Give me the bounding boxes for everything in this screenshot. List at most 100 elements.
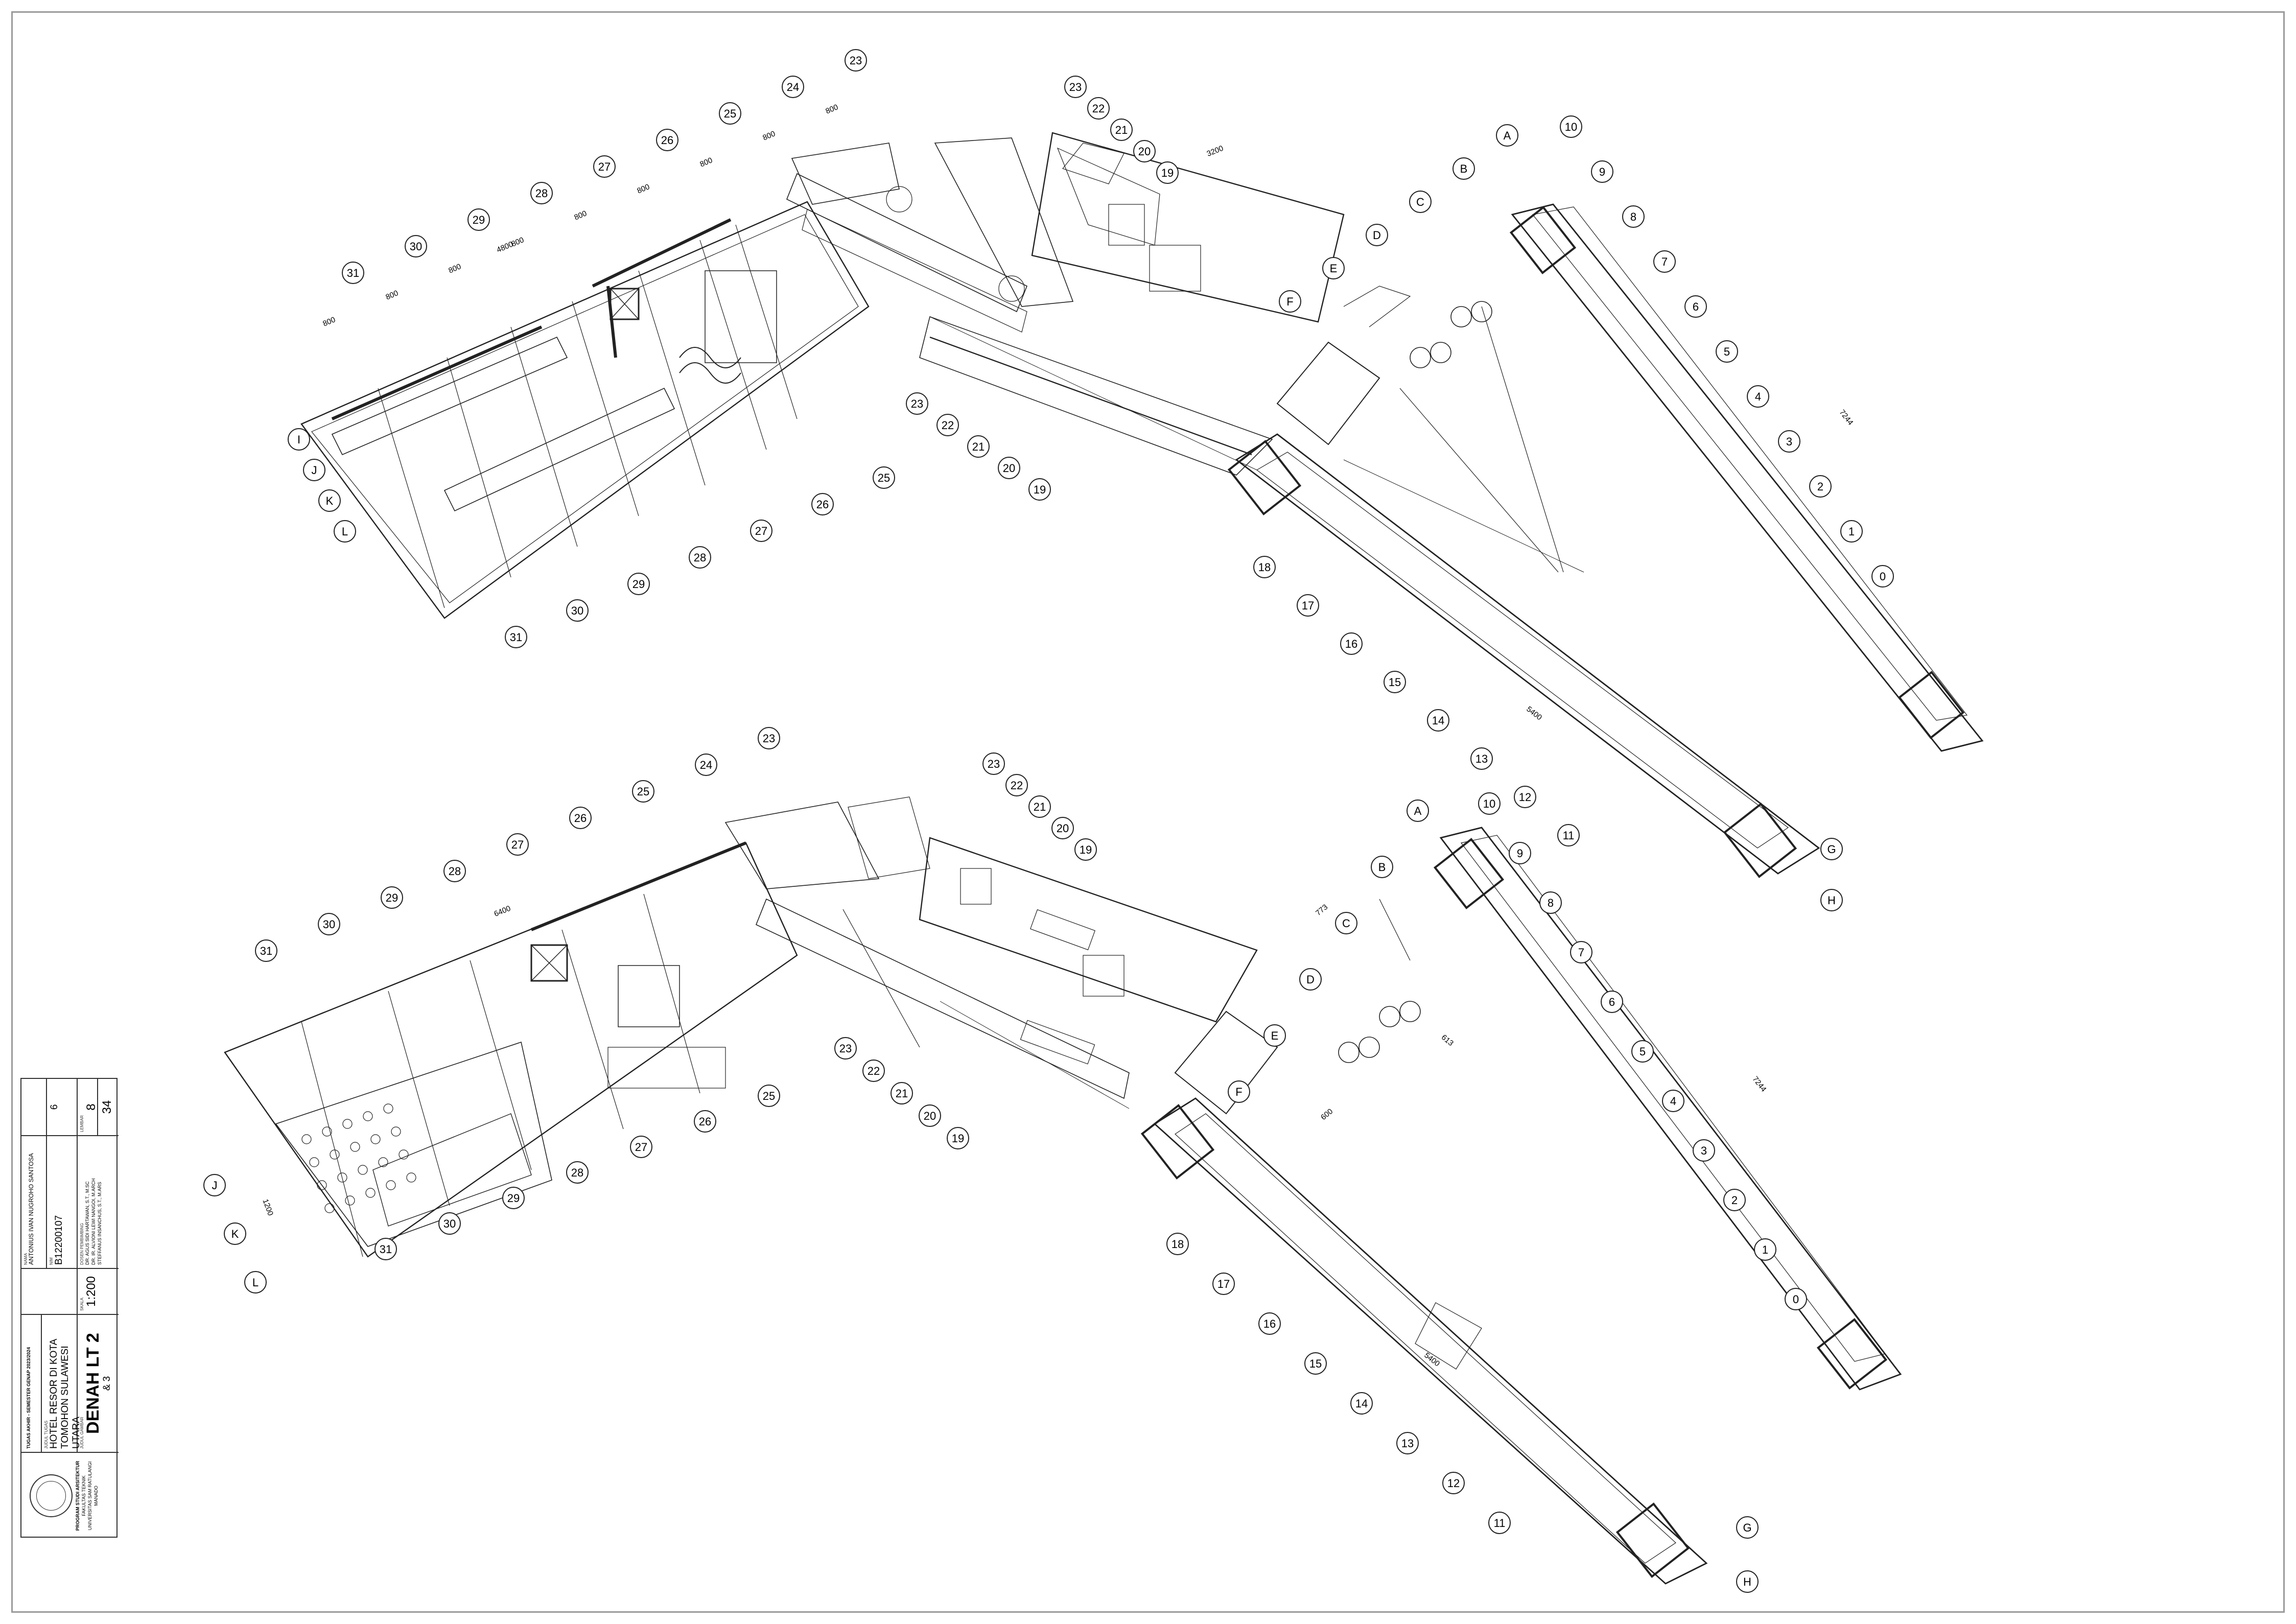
svg-text:22: 22 [868, 1065, 880, 1077]
grid-bubble-lt2-wing-a-8: 8 [1622, 205, 1645, 228]
svg-text:20: 20 [924, 1110, 936, 1122]
svg-text:K: K [231, 1228, 239, 1240]
west-block-lt2 [300, 201, 870, 619]
svg-text:13: 13 [1475, 752, 1488, 765]
grid-bubble-lt2-conn-top-21: 21 [1110, 119, 1133, 141]
dim-total-lt2-0: 4800 [496, 240, 514, 255]
grid-bubble-lt2-wing-a-4: 4 [1747, 385, 1769, 408]
plan-lt3: 23242526272829303125262728293031JKL23222… [203, 727, 1902, 1593]
dim-lt2-7: 800 [384, 289, 400, 301]
svg-text:9: 9 [1517, 847, 1523, 860]
grid-bubble-lt2-wing-a-row-D: D [1366, 224, 1388, 246]
grid-bubble-lt2-wing-a-9: 9 [1591, 160, 1613, 183]
grid-bubble-lt3-conn-bottom-23: 23 [834, 1037, 857, 1060]
grid-bubble-lt3-wing-b-row-G: G [1736, 1516, 1759, 1539]
svg-text:21: 21 [1034, 801, 1046, 813]
dim-lt2-0: 800 [824, 103, 839, 115]
sheet-border [11, 11, 2285, 1613]
svg-text:10: 10 [1565, 121, 1577, 133]
svg-text:19: 19 [1034, 483, 1046, 496]
svg-text:0: 0 [1880, 570, 1886, 583]
program-name: PROGRAM STUDI ARSITEKTUR [75, 1461, 80, 1531]
svg-text:2: 2 [1731, 1194, 1738, 1207]
grid-bubble-lt3-upper-27: 27 [506, 833, 529, 856]
grid-bubble-lt3-wing-a-row-A: A [1407, 799, 1429, 822]
dim-extra-lt3-2: 613 [1440, 1033, 1455, 1048]
svg-text:19: 19 [952, 1132, 964, 1145]
svg-text:14: 14 [1432, 714, 1444, 727]
scale-value: 1:200 [84, 1276, 98, 1307]
sheet-cell: 6 LEMBAR 8 34 [21, 1079, 119, 1135]
dining-table [322, 1126, 332, 1137]
svg-text:22: 22 [1092, 102, 1105, 115]
svg-text:F: F [1286, 295, 1293, 308]
svg-text:0: 0 [1793, 1293, 1799, 1306]
student-name: ANTONIUS IVAN NUGROHO SANTOSA [28, 1153, 35, 1265]
svg-text:7: 7 [1661, 255, 1668, 268]
svg-text:J: J [212, 1179, 218, 1192]
drawing-title-2: & 3 [102, 1376, 112, 1391]
sheet-total: 34 [100, 1100, 114, 1114]
svg-text:7: 7 [1578, 946, 1584, 959]
grid-bubble-lt2-conn-bottom-23: 23 [906, 392, 928, 415]
dining-table [345, 1195, 355, 1206]
svg-text:12: 12 [1447, 1477, 1460, 1490]
grid-bubble-lt2-wing-a-3: 3 [1778, 430, 1800, 453]
grid-bubble-lt2-upper-24: 24 [782, 76, 804, 98]
svg-text:24: 24 [700, 759, 712, 771]
svg-text:28: 28 [535, 187, 548, 200]
grid-bubble-lt3-conn-bottom-22: 22 [862, 1060, 885, 1082]
svg-text:30: 30 [571, 604, 583, 617]
grid-bubble-lt2-wing-b-16: 16 [1340, 632, 1363, 655]
svg-text:23: 23 [763, 732, 775, 745]
grid-bubble-lt2-conn-bottom-22: 22 [936, 414, 959, 436]
dim-total-lt2-1: 3200 [1206, 144, 1225, 158]
svg-text:E: E [1271, 1029, 1279, 1042]
svg-text:4: 4 [1755, 390, 1761, 403]
svg-text:22: 22 [942, 419, 954, 432]
dim-total-lt3-1: 5400 [1422, 1351, 1441, 1368]
grid-bubble-lt3-wing-b-13: 13 [1396, 1432, 1419, 1454]
svg-text:29: 29 [473, 214, 485, 226]
grid-bubble-lt3-wing-a-10: 10 [1478, 792, 1501, 815]
west-block-lt3 [224, 841, 798, 1258]
plan-lt2: 23242526272829303125262728293031IJKL2322… [288, 49, 1984, 911]
grid-bubble-lt3-upper-25: 25 [632, 780, 654, 803]
svg-text:16: 16 [1345, 638, 1357, 650]
svg-text:26: 26 [574, 812, 587, 825]
grid-bubble-lt3-wing-a-1: 1 [1754, 1238, 1776, 1261]
grid-bubble-lt3-wing-a-8: 8 [1539, 891, 1562, 914]
svg-text:23: 23 [850, 54, 862, 67]
dim-total-lt2-3: 7244 [1838, 408, 1855, 427]
svg-text:29: 29 [386, 891, 398, 904]
grid-bubble-lt3-conn-top-19: 19 [1074, 838, 1097, 861]
nim-label: NIM [49, 1257, 54, 1265]
grid-bubble-lt2-row-L: L [334, 520, 356, 543]
wing-b-lt2 [1227, 433, 1820, 878]
svg-text:25: 25 [763, 1090, 775, 1102]
svg-text:27: 27 [755, 525, 767, 537]
grid-bubble-lt3-wing-b-15: 15 [1304, 1352, 1327, 1375]
dining-table [301, 1134, 312, 1144]
assignment-title: TUGAS AKHIR - SEMESTER GENAP 2023/2024 [26, 1347, 31, 1449]
svg-text:10: 10 [1483, 797, 1495, 810]
grid-bubble-lt3-conn-top-22: 22 [1005, 774, 1028, 796]
drawing-title: DENAH LT 2 [83, 1333, 103, 1434]
grid-bubble-lt3-lower-29: 29 [502, 1187, 525, 1209]
grid-bubble-lt3-wing-a-4: 4 [1662, 1090, 1684, 1112]
examiner: STEFFANUS INSANCHUS, S.T., M.ARS [97, 1182, 102, 1265]
svg-text:6: 6 [1609, 996, 1615, 1008]
dining-table [370, 1134, 381, 1144]
grid-bubble-lt3-row-K: K [224, 1222, 246, 1245]
university-name: UNIVERSITAS SAM RATULANGI [87, 1461, 92, 1531]
svg-text:H: H [1828, 894, 1836, 907]
grid-bubble-lt2-conn-top-19: 19 [1156, 161, 1179, 184]
grid-bubble-lt3-conn-top-21: 21 [1028, 795, 1051, 818]
plan-lt2-labels: 23242526272829303125262728293031IJKL2322… [288, 49, 1894, 911]
grid-bubble-lt3-lower-30: 30 [438, 1212, 461, 1235]
svg-text:29: 29 [507, 1192, 520, 1205]
grid-bubble-lt2-conn-bottom-19: 19 [1028, 478, 1051, 501]
grid-bubble-lt3-lower-26: 26 [694, 1110, 716, 1133]
scale-cell: SKALA 1:200 [21, 1268, 119, 1314]
svg-text:5: 5 [1639, 1045, 1646, 1058]
